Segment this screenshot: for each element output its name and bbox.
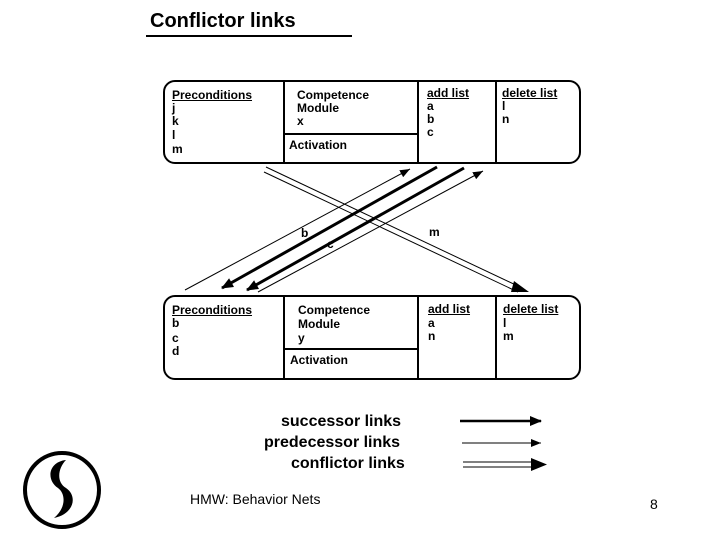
delete-list-header: delete list bbox=[502, 86, 558, 100]
module-name-line: y bbox=[298, 331, 305, 345]
precondition-item: b bbox=[172, 316, 180, 330]
module-name-line: Module bbox=[298, 317, 340, 331]
preconditions-header: Preconditions bbox=[172, 303, 253, 317]
module-name-line: Competence bbox=[297, 88, 370, 102]
add-list-item: c bbox=[427, 125, 434, 139]
competence-module-x: Preconditions j k l m Competence Module … bbox=[163, 80, 581, 164]
add-list-item: a bbox=[428, 316, 435, 330]
successor-link-b bbox=[221, 165, 438, 290]
predecessor-link-b bbox=[184, 168, 411, 291]
add-list-item: n bbox=[428, 329, 436, 343]
module-name-line: Competence bbox=[298, 303, 371, 317]
delete-list-item: n bbox=[502, 112, 510, 126]
precondition-item: j bbox=[172, 101, 176, 115]
divider bbox=[283, 82, 285, 162]
precondition-item: k bbox=[172, 114, 179, 128]
delete-list-item: l bbox=[503, 316, 507, 330]
precondition-item: c bbox=[172, 331, 179, 345]
divider bbox=[283, 297, 285, 378]
legend-successor-label: successor links bbox=[281, 413, 402, 430]
link-label-m: m bbox=[429, 225, 440, 239]
slide-title: Conflictor links bbox=[150, 10, 296, 32]
activation-label: Activation bbox=[289, 138, 348, 152]
activation-label: Activation bbox=[290, 353, 349, 367]
module-name-line: x bbox=[297, 114, 304, 128]
link-label-b: b bbox=[301, 226, 309, 240]
legend-predecessor-label: predecessor links bbox=[264, 434, 401, 451]
precondition-item: d bbox=[172, 344, 180, 358]
add-list-header: add list bbox=[428, 302, 471, 316]
predecessor-link-c bbox=[257, 170, 484, 293]
precondition-item: l bbox=[172, 128, 176, 142]
add-list-item: a bbox=[427, 99, 434, 113]
delete-list-header: delete list bbox=[503, 302, 559, 316]
legend-conflictor-arrow bbox=[463, 458, 547, 471]
add-list-item: b bbox=[427, 112, 435, 126]
delete-list-item: m bbox=[503, 329, 514, 343]
divider bbox=[495, 82, 497, 162]
divider bbox=[417, 297, 419, 378]
add-list-header: add list bbox=[427, 86, 470, 100]
page-number: 8 bbox=[650, 496, 658, 512]
activation-divider bbox=[283, 133, 419, 135]
link-label-c: c bbox=[327, 237, 334, 251]
legend-conflictor-label: conflictor links bbox=[291, 455, 405, 472]
successor-link-c bbox=[246, 166, 465, 292]
delete-list-item: l bbox=[502, 99, 506, 113]
divider bbox=[417, 82, 419, 162]
conflictor-link-m bbox=[263, 166, 529, 293]
competence-module-y: Preconditions b c d Competence Module y … bbox=[163, 295, 581, 380]
module-name-line: Module bbox=[297, 101, 339, 115]
title-underline bbox=[146, 35, 352, 37]
preconditions-header: Preconditions bbox=[172, 88, 253, 102]
activation-divider bbox=[283, 348, 419, 350]
divider bbox=[495, 297, 497, 378]
organization-logo bbox=[23, 451, 101, 529]
footer-text: HMW: Behavior Nets bbox=[190, 491, 321, 507]
precondition-item: m bbox=[172, 142, 183, 156]
